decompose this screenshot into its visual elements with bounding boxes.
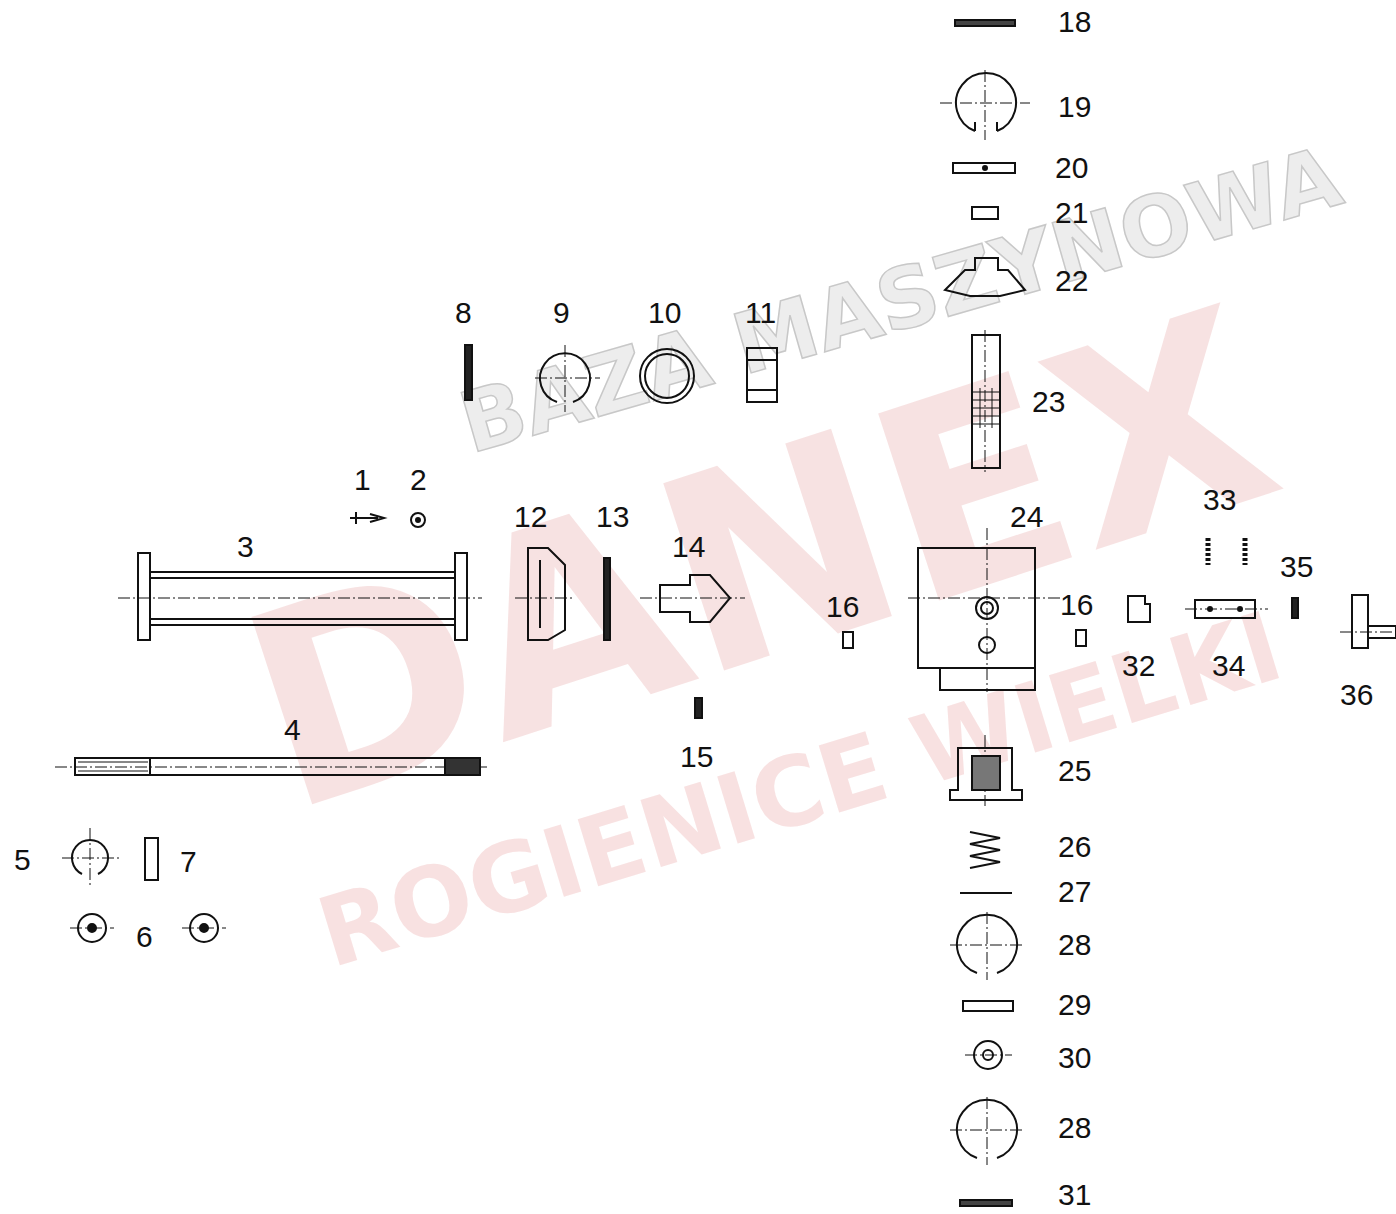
callout-number: 19 [1058, 92, 1091, 122]
callout-number: 6 [136, 922, 153, 952]
callout-number: 36 [1340, 680, 1373, 710]
callout-number: 14 [672, 532, 705, 562]
callout-number: 32 [1122, 651, 1155, 681]
callout-number: 16 [826, 592, 859, 622]
callout-number: 21 [1055, 198, 1088, 228]
callout-number: 13 [596, 502, 629, 532]
callout-number: 15 [680, 742, 713, 772]
callout-number: 27 [1058, 877, 1091, 907]
callout-number: 28 [1058, 1113, 1091, 1143]
callout-number: 25 [1058, 756, 1091, 786]
callout-number: 3 [237, 532, 254, 562]
callout-number: 5 [14, 845, 31, 875]
callout-number: 8 [455, 298, 472, 328]
callout-number: 10 [648, 298, 681, 328]
callout-number: 4 [284, 715, 301, 745]
callout-number: 34 [1212, 651, 1245, 681]
callout-number: 26 [1058, 832, 1091, 862]
callout-number: 29 [1058, 990, 1091, 1020]
callout-number: 18 [1058, 7, 1091, 37]
callout-number: 9 [553, 298, 570, 328]
callout-number: 20 [1055, 153, 1088, 183]
callout-number: 30 [1058, 1043, 1091, 1073]
callout-number: 16 [1060, 590, 1093, 620]
callout-number: 35 [1280, 552, 1313, 582]
callout-number: 31 [1058, 1180, 1091, 1210]
callout-number: 2 [410, 465, 427, 495]
callout-number: 24 [1010, 502, 1043, 532]
callout-number: 22 [1055, 266, 1088, 296]
callout-number: 28 [1058, 930, 1091, 960]
callout-number: 7 [180, 847, 197, 877]
part-shapes [72, 20, 1396, 1206]
callout-number: 33 [1203, 485, 1236, 515]
callout-number: 12 [514, 502, 547, 532]
callout-number: 11 [745, 298, 776, 328]
callout-number: 1 [354, 465, 371, 495]
center-lines [55, 70, 1396, 1165]
callout-number: 23 [1032, 387, 1065, 417]
